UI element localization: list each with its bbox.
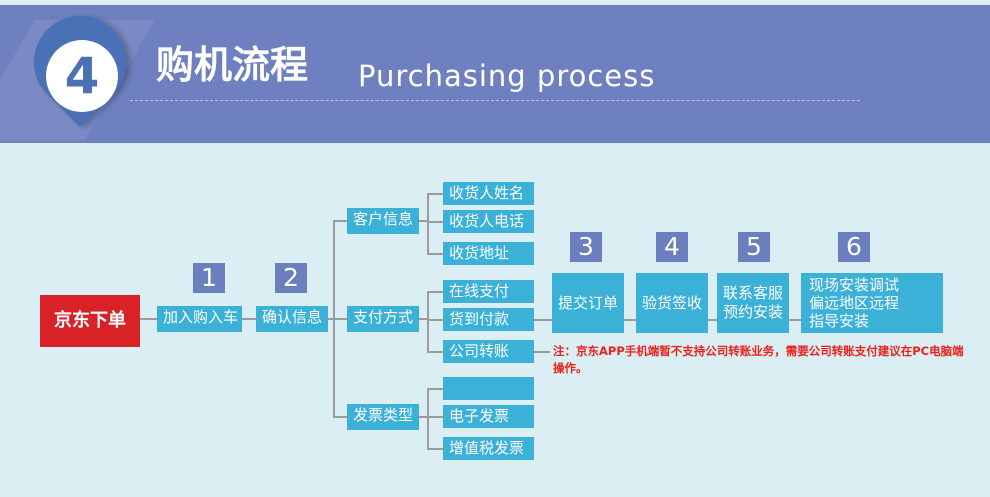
- connector: [427, 416, 443, 418]
- step-box: 确认信息: [256, 306, 328, 332]
- option-box: 电子发票: [443, 405, 534, 428]
- step-number: 2: [275, 263, 307, 293]
- step-box: 现场安装调试偏远地区远程指导安装: [801, 273, 943, 333]
- connector: [333, 220, 335, 418]
- step-box: 加入购入车: [157, 306, 242, 332]
- page-title: 购机流程: [156, 43, 309, 87]
- step-number: 4: [656, 232, 688, 262]
- connector: [427, 193, 429, 255]
- connector: [242, 318, 256, 320]
- connector: [419, 220, 428, 222]
- step-number: 5: [738, 232, 770, 262]
- connector: [328, 318, 347, 320]
- connector: [427, 291, 443, 293]
- option-box: 公司转账: [443, 340, 534, 363]
- connector: [708, 319, 717, 321]
- category-box: 客户信息: [347, 208, 419, 234]
- connector: [427, 351, 443, 353]
- connector: [427, 193, 443, 195]
- connector: [427, 221, 443, 223]
- option-box: 货到付款: [443, 308, 534, 331]
- connector: [333, 416, 347, 418]
- connector: [789, 319, 801, 321]
- step-number: 3: [570, 232, 602, 262]
- option-box: 收货人姓名: [443, 182, 534, 205]
- connector: [427, 291, 429, 353]
- connector: [427, 319, 443, 321]
- connector: [534, 351, 550, 353]
- connector: [534, 319, 552, 321]
- step-box: 联系客服预约安装: [717, 273, 789, 333]
- step-number: 1: [193, 263, 225, 293]
- page-subtitle: Purchasing process: [358, 59, 656, 93]
- connector: [427, 253, 443, 255]
- start-node: 京东下单: [40, 295, 140, 347]
- section-number-badge: 4: [46, 40, 118, 112]
- step-number: 6: [838, 232, 870, 262]
- connector: [427, 388, 429, 450]
- option-box: 增值税发票: [443, 437, 534, 460]
- option-box: 收货地址: [443, 242, 534, 265]
- option-box: 在线支付: [443, 280, 534, 303]
- connector: [427, 388, 443, 390]
- step-box: 提交订单: [552, 273, 624, 333]
- connector: [427, 448, 443, 450]
- divider: [130, 100, 860, 101]
- connector: [419, 318, 428, 320]
- option-box: 收货人电话: [443, 210, 534, 233]
- header-banner: [0, 5, 990, 143]
- option-box: [443, 377, 534, 400]
- connector: [624, 319, 636, 321]
- note-text: 注：京东APP手机端暂不支持公司转账业务，需要公司转账支付建议在PC电脑端操作。: [553, 344, 964, 375]
- connector: [333, 220, 347, 222]
- category-box: 发票类型: [347, 404, 419, 430]
- connector: [140, 318, 157, 320]
- category-box: 支付方式: [347, 306, 419, 332]
- connector: [419, 416, 428, 418]
- step-box: 验货签收: [636, 273, 708, 333]
